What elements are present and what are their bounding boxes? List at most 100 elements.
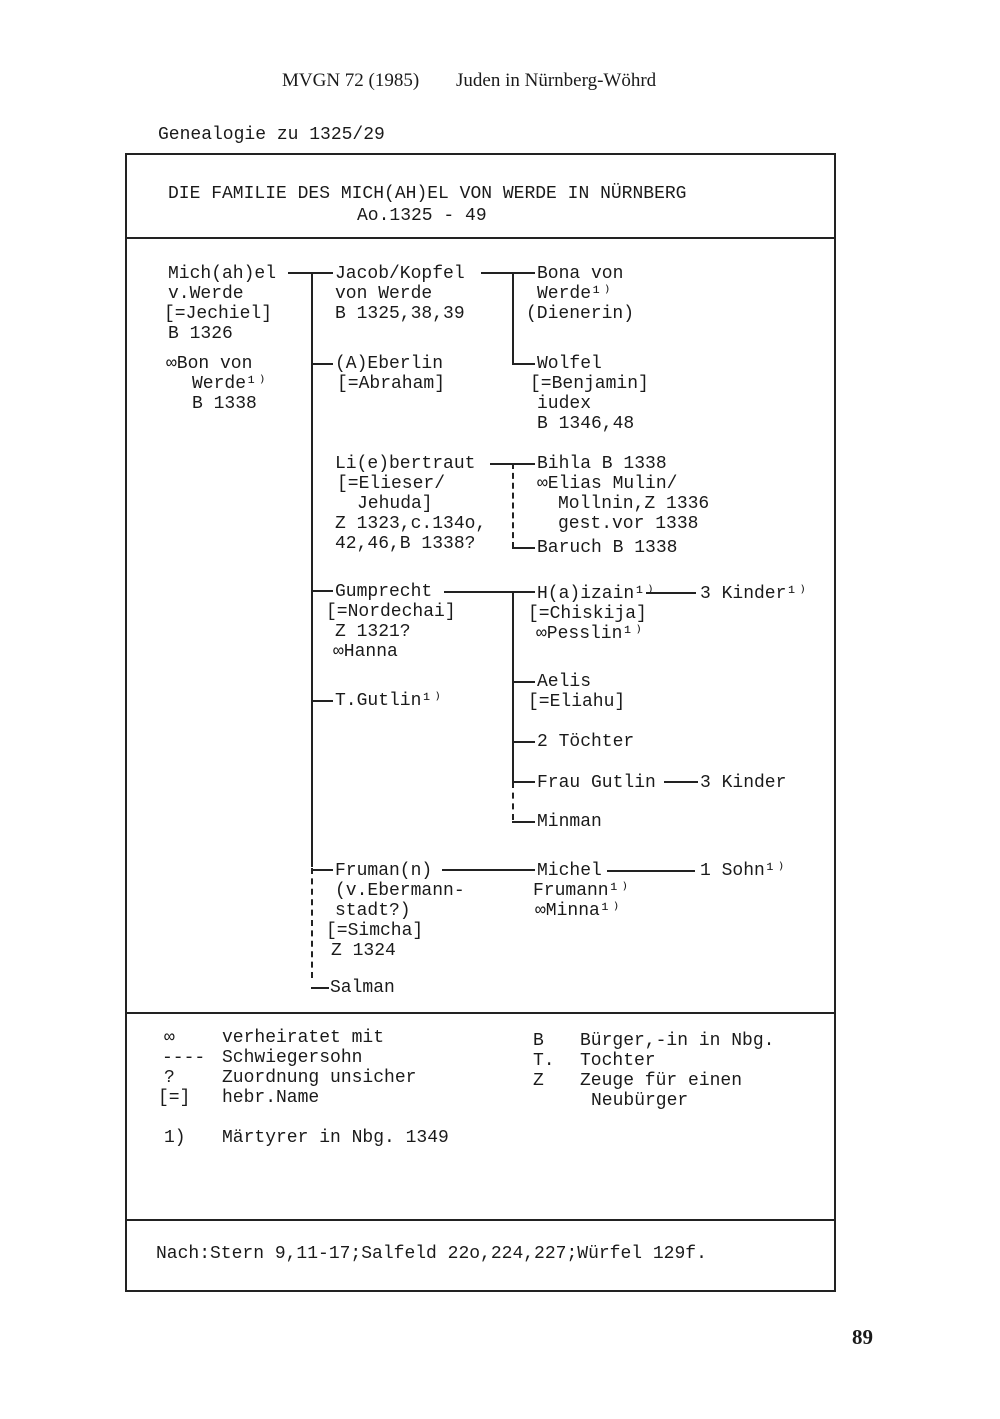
baruch-name: Baruch B 1338: [537, 538, 678, 558]
legend-symbol-citizen: B: [533, 1031, 544, 1051]
minman-name: Minman: [537, 812, 602, 832]
legend-text-hebrew-name: hebr.Name: [222, 1088, 320, 1108]
haizain-spouse: ∞Pesslin¹⁾: [536, 624, 645, 644]
connector-michel-children: [607, 870, 695, 872]
jacob-origin: von Werde: [335, 284, 433, 304]
footnote-text: Märtyrer in Nbg. 1349: [222, 1128, 449, 1148]
connector-toechter: [512, 741, 535, 743]
connector-root: [288, 272, 312, 274]
title-divider: [125, 237, 836, 239]
root-citizen: B 1326: [168, 324, 233, 344]
trunk-gumprecht-dashed: [512, 782, 514, 820]
source-divider: [125, 1219, 836, 1221]
connector-jacob-children: [481, 272, 535, 274]
bihla-spouse-death: gest.vor 1338: [558, 514, 699, 534]
connector-frau-gutlin-children: [664, 781, 698, 783]
gumprecht-name: Gumprecht: [335, 582, 433, 602]
liebertraut-dates-1: Z 1323,c.134o,: [335, 514, 487, 534]
connector-aelis: [512, 681, 535, 683]
liebertraut-name: Li(e)bertraut: [335, 454, 476, 474]
fruman-origin-2: stadt?): [335, 901, 411, 921]
genealogy-frame: [125, 153, 836, 1292]
wolfel-citizen: B 1346,48: [537, 414, 635, 434]
aelis-hebrew-name: [=Eliahu]: [528, 692, 626, 712]
trunk-gumprecht: [512, 591, 514, 781]
michel-name: Michel: [537, 861, 602, 881]
connector-michel: [442, 869, 535, 871]
michel-children: 1 Sohn¹⁾: [700, 861, 787, 881]
frau-gutlin-children: 3 Kinder: [700, 773, 787, 793]
legend-symbol-daughter: T.: [533, 1051, 555, 1071]
connector-gutlin: [311, 700, 333, 702]
connector-gumprecht: [311, 590, 333, 592]
figure-caption: Genealogie zu 1325/29: [158, 125, 385, 145]
legend-text-witness-cont: Neubürger: [591, 1091, 689, 1111]
bihla-spouse: ∞Elias Mulin/: [537, 474, 678, 494]
eberlin-name: (A)Eberlin: [335, 354, 444, 374]
legend-symbol-uncertain: ?: [164, 1068, 175, 1088]
legend-symbol-married: ∞: [164, 1028, 175, 1048]
legend-text-witness: Zeuge für einen: [580, 1071, 743, 1091]
root-spouse-origin: Werde¹⁾: [192, 374, 268, 394]
wolfel-hebrew-name: [=Benjamin]: [530, 374, 649, 394]
salman-name: Salman: [330, 978, 395, 998]
connector-eberlin: [311, 363, 333, 365]
liebertraut-dates-2: 42,46,B 1338?: [335, 534, 476, 554]
connector-wolfel: [512, 363, 535, 365]
wolfel-role: iudex: [537, 394, 592, 414]
bona-role: (Dienerin): [526, 304, 635, 324]
family-title: DIE FAMILIE DES MICH(AH)EL VON WERDE IN …: [168, 184, 687, 204]
michel-spouse: ∞Minna¹⁾: [535, 901, 622, 921]
haizain-children: 3 Kinder¹⁾: [700, 584, 809, 604]
haizain-hebrew-name: [=Chiskija]: [528, 604, 647, 624]
article-title: Juden in Nürnberg-Wöhrd: [456, 70, 657, 91]
connector-frau-gutlin: [512, 781, 535, 783]
legend-text-son-in-law: Schwiegersohn: [222, 1048, 363, 1068]
root-spouse-name: ∞Bon von: [166, 354, 253, 374]
legend-symbol-son-in-law: ----: [162, 1048, 206, 1068]
bona-origin: Werde¹⁾: [537, 284, 613, 304]
fruman-name: Fruman(n): [335, 861, 433, 881]
journal-reference: MVGN 72 (1985): [282, 70, 420, 91]
legend-text-married: verheiratet mit: [222, 1028, 385, 1048]
source-citation: Nach:Stern 9,11-17;Salfeld 22o,224,227;W…: [156, 1244, 707, 1264]
connector-baruch: [512, 547, 535, 549]
gutlin-name: T.Gutlin¹⁾: [335, 691, 444, 711]
root-spouse-citizen: B 1338: [192, 394, 257, 414]
gumprecht-hebrew-name: [=Nordechai]: [326, 602, 456, 622]
legend-text-uncertain: Zuordnung unsicher: [222, 1068, 417, 1088]
liebertraut-hebrew-name-1: [=Elieser/: [337, 474, 446, 494]
root-origin: v.Werde: [168, 284, 244, 304]
legend-symbol-hebrew-name: [=]: [158, 1088, 191, 1108]
root-hebrew-name: [=Jechiel]: [164, 304, 273, 324]
fruman-witness: Z 1324: [331, 941, 396, 961]
footnote-symbol: 1): [164, 1128, 186, 1148]
jacob-name: Jacob/Kopfel: [335, 264, 465, 284]
legend-divider: [125, 1012, 836, 1014]
family-period: Ao.1325 - 49: [357, 206, 487, 226]
frau-gutlin-name: Frau Gutlin: [537, 773, 656, 793]
aelis-name: Aelis: [537, 672, 592, 692]
michel-surname: Frumann¹⁾: [533, 881, 631, 901]
connector-salman: [311, 987, 329, 989]
legend-text-citizen: Bürger,-in in Nbg.: [580, 1031, 775, 1051]
connector-jacob: [311, 272, 333, 274]
bona-name: Bona von: [537, 264, 624, 284]
trunk-liebertraut: [512, 463, 514, 548]
bihla-spouse-detail: Mollnin,Z 1336: [558, 494, 710, 514]
root-name: Mich(ah)el: [168, 264, 277, 284]
jacob-citizen: B 1325,38,39: [335, 304, 465, 324]
connector-minman: [512, 821, 535, 823]
legend-text-daughter: Tochter: [580, 1051, 656, 1071]
legend-symbol-witness: Z: [533, 1071, 544, 1091]
connector-haizain-children: [646, 592, 696, 594]
fruman-origin-1: (v.Ebermann-: [335, 881, 465, 901]
trunk-jacob: [512, 272, 514, 364]
fruman-hebrew-name: [=Simcha]: [326, 921, 424, 941]
trunk-dashed-salman: [311, 868, 313, 978]
gumprecht-witness: Z 1321?: [335, 622, 411, 642]
eberlin-hebrew-name: [=Abraham]: [337, 374, 446, 394]
connector-fruman: [311, 869, 333, 871]
two-daughters: 2 Töchter: [537, 732, 635, 752]
page-number: 89: [852, 1325, 873, 1349]
